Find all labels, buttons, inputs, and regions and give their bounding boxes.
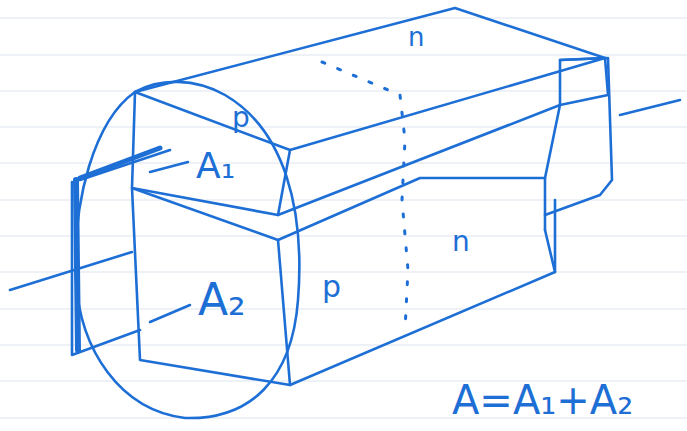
area-equation: A=A₁+A₂: [452, 380, 633, 420]
area-label: A₂: [198, 278, 246, 322]
region-letter: p: [322, 272, 341, 302]
notebook-lines: [0, 18, 687, 418]
area-label: A₁: [196, 148, 235, 184]
region-letter: n: [408, 24, 424, 50]
region-letter: n: [452, 228, 470, 256]
region-letter: p: [232, 104, 250, 132]
